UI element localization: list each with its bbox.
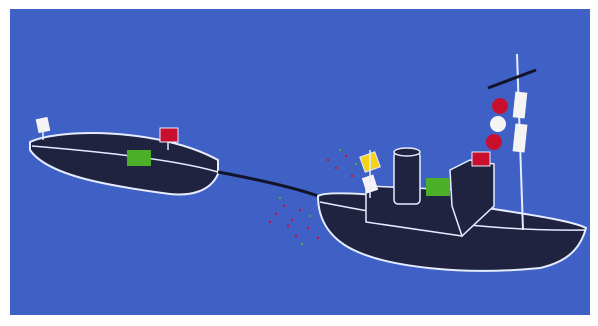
mast-red-light-top <box>492 98 508 114</box>
tug-funnel-top <box>394 148 420 156</box>
tug-red-light <box>472 152 490 166</box>
barge-red-light <box>160 128 178 142</box>
barge-green-light <box>127 150 151 166</box>
mast-red-light-bottom <box>486 134 502 150</box>
mast-white-light <box>490 116 506 132</box>
tug-green-light <box>426 178 450 196</box>
tug-funnel <box>394 152 420 204</box>
